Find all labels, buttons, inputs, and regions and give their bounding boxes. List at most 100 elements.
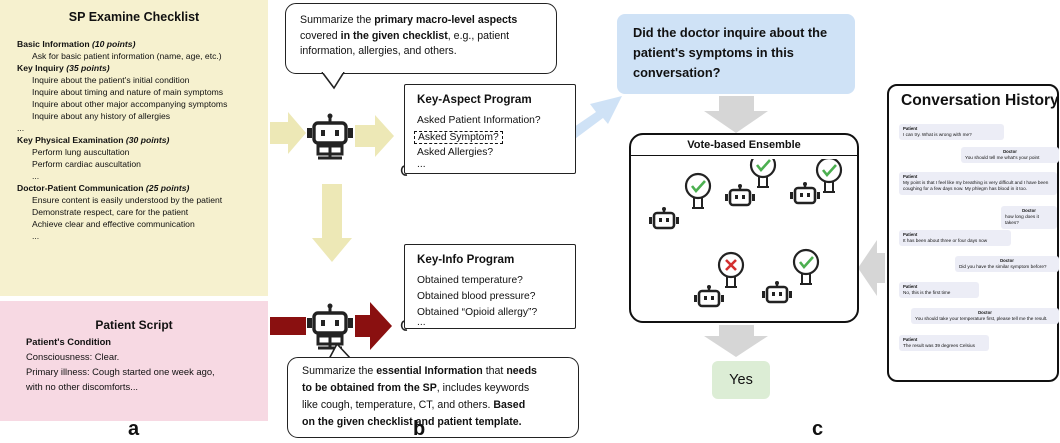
- chat-sender: Patient: [903, 126, 918, 131]
- cross-vote-icon: [717, 251, 745, 289]
- robot-icon: [307, 113, 353, 160]
- voter-robots: [647, 159, 843, 308]
- key-info-title: Key-Info Program: [417, 253, 515, 266]
- chat-text: It has been about three or four days now: [903, 238, 988, 244]
- chat-sender: Patient: [903, 232, 918, 237]
- chat-sender: Doctor: [978, 310, 992, 315]
- panel-label-a: a: [128, 418, 140, 440]
- panel-label-c: c: [812, 418, 824, 440]
- key-info-program: Key-Info Program Obtained temperature? O…: [404, 244, 576, 329]
- bubble-bold: primary macro-level aspects: [374, 14, 518, 26]
- checklist-item: Achieve clear and effective communicatio…: [32, 219, 195, 229]
- bubble-bold: in the given checklist: [340, 29, 448, 42]
- question-box: Did the doctor inquire about the patient…: [617, 14, 855, 94]
- chat-sender: Patient: [903, 337, 918, 342]
- conversation-title: Conversation History: [901, 92, 1059, 109]
- check-vote-icon: [749, 159, 777, 189]
- bubble-text: information, allergies, and others.: [300, 45, 457, 58]
- section-points: (35 points): [66, 63, 110, 73]
- bubble-bold: Based: [493, 399, 526, 411]
- checklist-item: Inquire about timing and nature of main …: [32, 87, 224, 97]
- check-vote-icon: [792, 248, 820, 286]
- panel-label-b: b: [413, 418, 426, 440]
- bubble-bold: needs: [506, 365, 537, 377]
- checklist-item: Inquire about any history of allergies: [32, 111, 171, 121]
- key-aspect-line: ...: [417, 159, 426, 170]
- checklist-item: Ask for basic patient information (name,…: [32, 51, 222, 61]
- check-vote-icon: [815, 159, 843, 194]
- bubble-text: , e.g., patient: [447, 29, 510, 42]
- arrow-vote-to-yes: [704, 325, 768, 357]
- bubble-text: Summarize the: [302, 365, 377, 377]
- bubble-bold: to be obtained from the SP: [302, 382, 437, 394]
- bubble-bold: on the given checklist and patient templ…: [302, 416, 522, 428]
- voter-robot-1: [647, 205, 681, 230]
- key-aspect-line: Asked Patient Information?: [417, 115, 541, 126]
- bubble-text: Summarize the: [300, 14, 375, 26]
- chat-text: The result was 39 degrees Celsius: [903, 343, 975, 349]
- chat-sender: Doctor: [1003, 149, 1017, 154]
- key-info-line: Obtained temperature?: [417, 275, 523, 286]
- bubble-text: like cough, temperature, CT, and others.: [302, 399, 494, 411]
- checklist-title: SP Examine Checklist: [68, 10, 200, 24]
- bubble-bold: essential Information: [376, 365, 483, 377]
- check-vote-icon: [684, 172, 712, 210]
- key-info-line: ...: [417, 317, 426, 328]
- patient-script-title: Patient Script: [95, 318, 173, 332]
- chat-sender: Patient: [903, 174, 918, 179]
- checklist-item: Perform lung auscultation: [32, 147, 130, 157]
- arrow-down-between-robots: [312, 184, 352, 262]
- section-key-inquiry: Key Inquiry (35 points): [17, 63, 110, 75]
- key-aspect-program: Key-Aspect Program Asked Patient Informa…: [404, 84, 576, 174]
- voter-robot-5: [760, 279, 794, 304]
- section-name: Key Inquiry: [17, 63, 64, 73]
- checklist-item: Perform cardiac auscultation: [32, 159, 141, 169]
- chat-text: No, this is the first time: [903, 290, 951, 296]
- patient-consciousness: Consciousness: Clear.: [26, 351, 120, 362]
- checklist-item: Inquire about the patient's initial cond…: [32, 75, 190, 85]
- robot-icon: [307, 303, 353, 350]
- bubble-tail-icon: [328, 342, 352, 360]
- checklist-item: ...: [32, 171, 40, 181]
- arrow-checklist-to-robot: [270, 112, 306, 154]
- prompt-bubble-top: Summarize the primary macro-level aspect…: [285, 3, 557, 74]
- chat-text: You should tell me what's your point: [965, 155, 1040, 161]
- result-yes: Yes: [712, 361, 770, 399]
- key-aspect-highlighted-line: Asked Symptom?: [414, 131, 503, 144]
- arrow-script-to-robot: [270, 317, 306, 335]
- patient-primary-illness: Primary illness: Cough started one week …: [26, 366, 215, 377]
- key-aspect-line: Asked Allergies?: [417, 147, 494, 158]
- bubble-text: , includes keywords: [436, 382, 530, 394]
- voter-robot-4: [692, 283, 726, 308]
- checklist-item: Demonstrate respect, care for the patien…: [32, 207, 189, 217]
- checklist-item: ...: [17, 123, 25, 133]
- prompt-bubble-bottom: Summarize the essential Information that…: [287, 357, 579, 438]
- checklist-panel: SP Examine Checklist Basic Information (…: [0, 0, 268, 296]
- scroll-curl-icon: [400, 320, 408, 331]
- voter-robot-3: [788, 180, 822, 205]
- chat-text: My point is that I feel like my breathin…: [903, 180, 1049, 192]
- checklist-item: Ensure content is easily understood by t…: [32, 195, 223, 205]
- vote-divider: [631, 155, 857, 156]
- chat-sender: Patient: [903, 284, 918, 289]
- section-points: (30 points): [125, 135, 170, 145]
- section-name: Doctor-Patient Communication: [17, 183, 144, 193]
- patient-discomforts: with no other discomforts...: [26, 381, 139, 392]
- section-physical-exam: Key Physical Examination (30 points): [17, 135, 169, 147]
- voter-robot-2: [723, 182, 757, 207]
- chat-sender: Doctor: [1022, 208, 1036, 213]
- arrow-conversation-to-vote: [858, 240, 885, 296]
- chat-text: Did you have the similar symptom before?: [959, 264, 1047, 270]
- vote-title: Vote-based Ensemble: [687, 139, 801, 151]
- section-points: (10 points): [91, 39, 136, 49]
- section-name: Key Physical Examination: [17, 135, 124, 145]
- patient-script-panel: Patient Script Patient's Condition Consc…: [0, 301, 268, 421]
